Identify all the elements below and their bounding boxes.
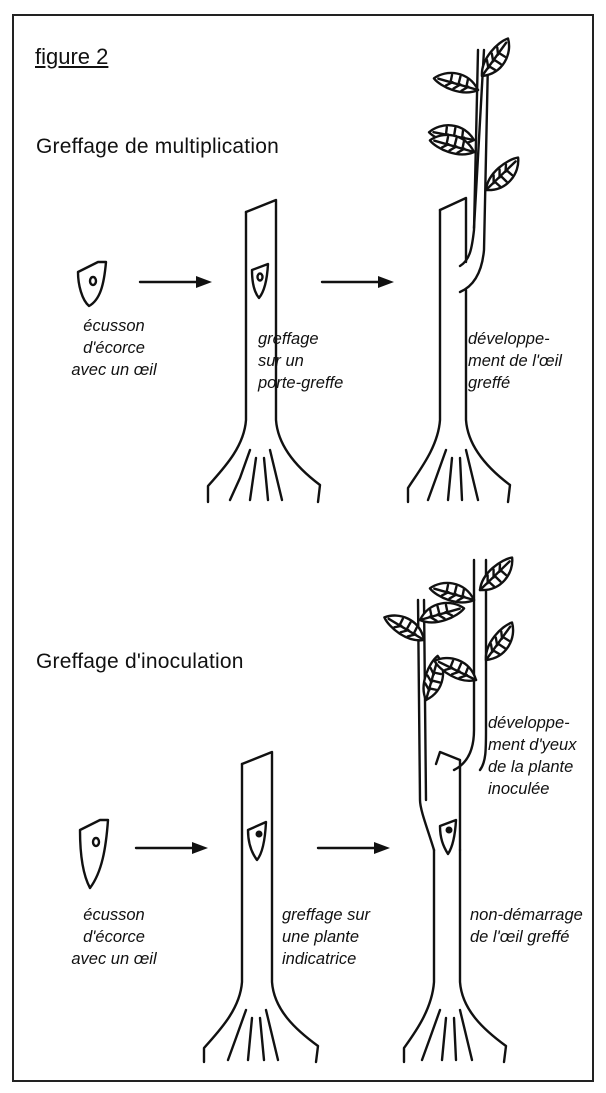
section2-indicator-plant xyxy=(204,752,318,1062)
section2-inoculated-tree xyxy=(383,556,523,1062)
section2-arrow-1 xyxy=(136,842,208,854)
section1-bud-shield xyxy=(78,262,106,306)
section2-bud-shield xyxy=(80,820,108,888)
section2-arrow-2 xyxy=(318,842,390,854)
section1-arrow-2 xyxy=(322,276,394,288)
section1-developed-tree xyxy=(408,37,527,502)
section1-rootstock xyxy=(208,200,320,502)
section1-arrow-1 xyxy=(140,276,212,288)
